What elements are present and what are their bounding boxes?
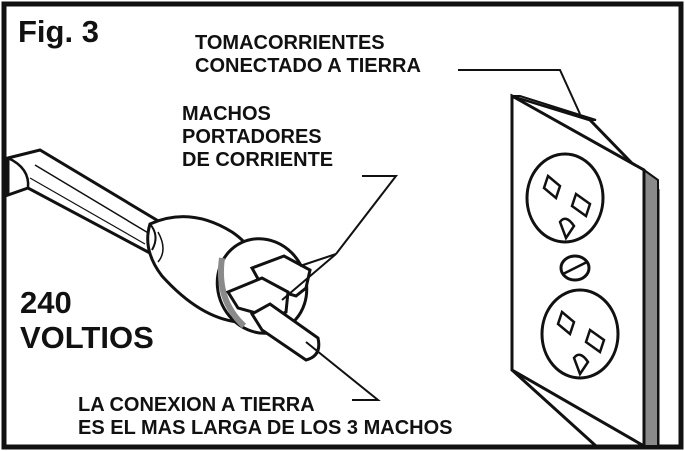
voltage-label: 240 VOLTIOS	[20, 285, 154, 355]
leader-lines	[281, 69, 581, 401]
ground-prong-label: LA CONEXION A TIERRA ES EL MAS LARGA DE …	[78, 394, 452, 440]
voltage-label-line-2: VOLTIOS	[20, 319, 154, 355]
power-cable	[6, 148, 162, 255]
ground-prong-label-line-2: ES EL MAS LARGA DE LOS 3 MACHOS	[78, 417, 453, 439]
figure-label: Fig. 3	[18, 14, 99, 49]
current-prongs-label-line-1: MACHOS	[182, 103, 271, 125]
upper-receptacle	[525, 152, 605, 244]
wall-outlet	[510, 93, 660, 449]
voltage-label-line-1: 240	[20, 285, 72, 320]
ground-prong-label-line-1: LA CONEXION A TIERRA	[78, 394, 315, 416]
ground-prong	[249, 302, 321, 362]
outlet-label: TOMACORRIENTES CONECTADO A TIERRA	[195, 32, 421, 78]
outlet-label-line-2: CONECTADO A TIERRA	[195, 55, 421, 77]
current-prongs-label-line-2: PORTADORES	[182, 126, 322, 148]
current-prongs-label-line-3: DE CORRIENTE	[182, 149, 334, 171]
current-prongs-label: MACHOS PORTADORES DE CORRIENTE	[182, 103, 333, 172]
outlet-label-line-1: TOMACORRIENTES	[195, 32, 385, 54]
